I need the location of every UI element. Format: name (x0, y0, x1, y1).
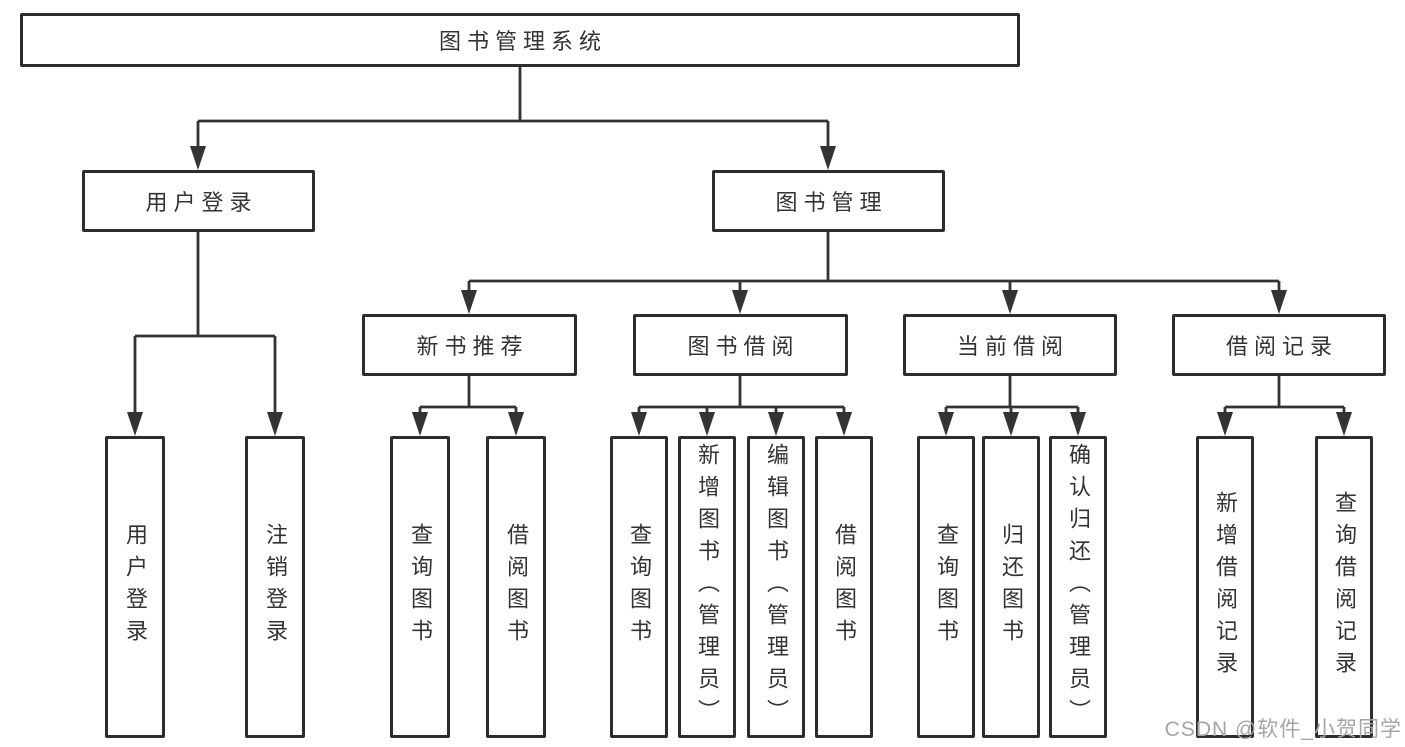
arrowhead-icon (732, 290, 748, 314)
leaf-query-books-recommend: 查询图书 (390, 436, 450, 738)
leaf-add-borrow-record: 新增借阅记录 (1196, 436, 1254, 738)
node-label: 查询借阅记录 (1332, 491, 1357, 683)
leaf-query-books-current: 查询图书 (917, 436, 975, 738)
node-label: 查询图书 (408, 523, 433, 651)
leaf-query-borrow-record: 查询借阅记录 (1315, 436, 1373, 738)
node-label: 当前借阅 (956, 334, 1069, 359)
arrowhead-icon (412, 412, 428, 436)
node-label: 确认归还（管理员） (1066, 443, 1091, 731)
arrowhead-icon (1336, 412, 1352, 436)
node-label: 图书管理 (775, 190, 888, 215)
leaf-query-books-borrow: 查询图书 (610, 436, 668, 738)
leaf-borrow-books-recommend: 借阅图书 (486, 436, 546, 738)
arrowhead-icon (1217, 412, 1233, 436)
arrowhead-icon (1070, 412, 1086, 436)
arrowhead-icon (699, 412, 715, 436)
node-label: 用户登录 (145, 190, 258, 215)
leaf-confirm-return-admin: 确认归还（管理员） (1049, 436, 1107, 738)
node-label: 借阅图书 (504, 523, 529, 651)
node-label: 新增图书（管理员） (695, 443, 720, 731)
arrowhead-icon (127, 412, 143, 436)
node-label: 用户登录 (123, 523, 148, 651)
arrowhead-icon (836, 412, 852, 436)
node-user-login: 用户登录 (82, 170, 315, 232)
node-book-borrowing: 图书借阅 (633, 314, 848, 376)
arrowhead-icon (190, 146, 206, 170)
node-label: 图书借阅 (687, 334, 800, 359)
arrowhead-icon (508, 412, 524, 436)
node-label: 编辑图书（管理员） (764, 443, 789, 731)
node-label: 注销登录 (263, 523, 288, 651)
arrowhead-icon (267, 412, 283, 436)
node-label: 借阅记录 (1225, 334, 1338, 359)
arrowhead-icon (631, 412, 647, 436)
leaf-user-login: 用户登录 (105, 436, 165, 738)
leaf-return-books: 归还图书 (982, 436, 1040, 738)
node-label: 归还图书 (999, 523, 1024, 651)
node-label: 查询图书 (934, 523, 959, 651)
arrowhead-icon (768, 412, 784, 436)
leaf-add-book-admin: 新增图书（管理员） (678, 436, 736, 738)
node-book-management: 图书管理 (712, 170, 945, 232)
node-current-borrowing: 当前借阅 (903, 314, 1117, 376)
arrowhead-icon (1271, 290, 1287, 314)
leaf-edit-book-admin: 编辑图书（管理员） (747, 436, 805, 738)
arrowhead-icon (1003, 412, 1019, 436)
leaf-logout: 注销登录 (245, 436, 305, 738)
csdn-watermark: CSDN @软件_小贺同学 (1164, 718, 1402, 741)
node-label: 查询图书 (627, 523, 652, 651)
node-label: 新书推荐 (416, 334, 529, 359)
node-library-management-system: 图书管理系统 (20, 13, 1020, 67)
arrowhead-icon (461, 290, 477, 314)
node-label: 借阅图书 (832, 523, 857, 651)
node-label: 图书管理系统 (438, 29, 607, 54)
node-label: 新增借阅记录 (1213, 491, 1238, 683)
arrowhead-icon (938, 412, 954, 436)
node-borrowing-records: 借阅记录 (1172, 314, 1386, 376)
leaf-borrow-books-borrow: 借阅图书 (815, 436, 873, 738)
arrowhead-icon (1002, 290, 1018, 314)
node-new-book-recommendation: 新书推荐 (362, 314, 577, 376)
arrowhead-icon (820, 146, 836, 170)
